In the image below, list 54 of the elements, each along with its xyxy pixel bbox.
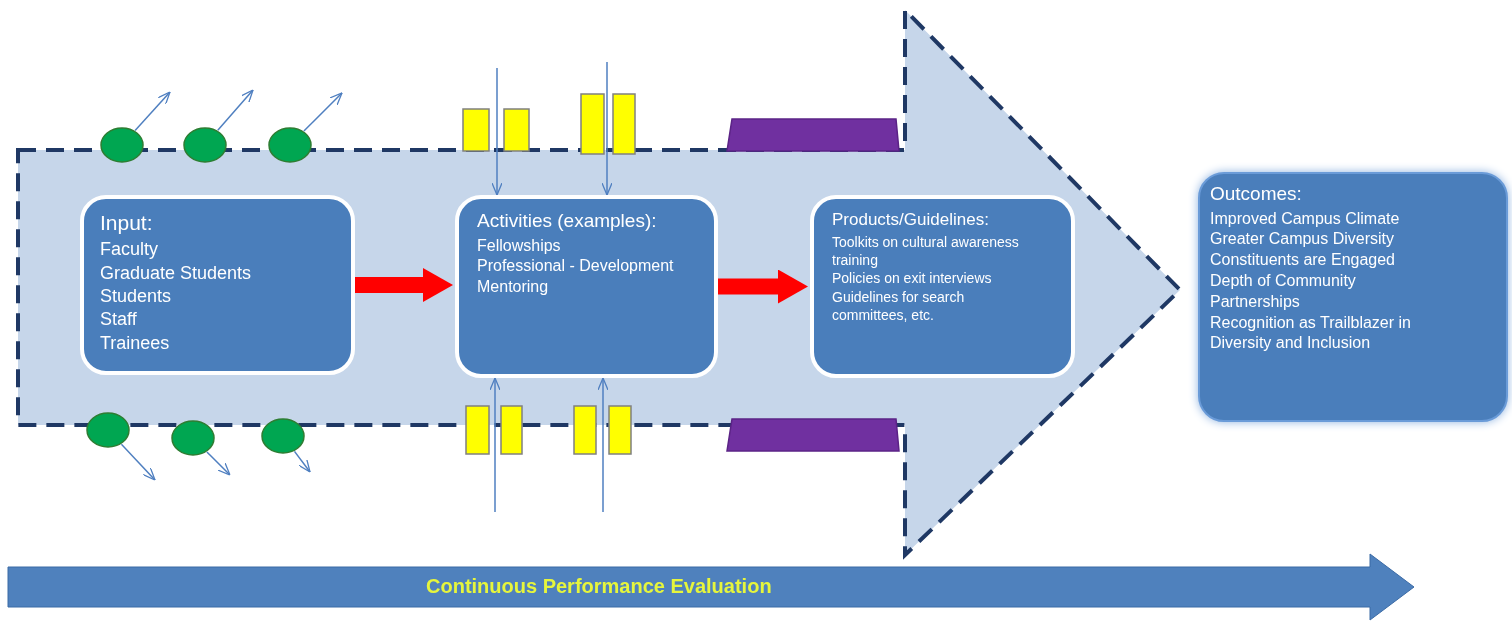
box-heading: Outcomes: — [1210, 182, 1303, 206]
bar-marker — [612, 93, 636, 155]
arrow — [491, 67, 503, 196]
circle-marker — [171, 420, 215, 456]
list-item: Constituents are Engaged — [1210, 250, 1396, 271]
arrow — [293, 450, 311, 473]
list-item: Policies on exit interviews — [832, 269, 993, 288]
list-item: Professional - Development — [477, 256, 675, 277]
arrow — [120, 443, 156, 481]
process-box — [80, 195, 355, 375]
list-item: Graduate Students — [100, 261, 253, 285]
arrow — [601, 61, 613, 196]
list-item: Staff — [100, 308, 138, 332]
arrow — [134, 91, 171, 132]
list-item: Fellowships — [477, 235, 562, 256]
circle-marker — [86, 412, 130, 448]
list-item: Students — [100, 285, 173, 309]
list-item: Trainees — [100, 331, 171, 355]
list-item: Faculty — [100, 238, 160, 262]
list-item: Improved Campus Climate — [1210, 208, 1401, 229]
circle-marker — [268, 127, 312, 163]
arrow — [206, 451, 231, 476]
bar-marker — [503, 108, 530, 152]
bar-marker — [573, 405, 597, 455]
bar-marker — [465, 405, 490, 455]
box-heading: Activities (examples): — [477, 209, 658, 233]
timeline-arrow — [6, 552, 1416, 622]
bar-marker — [500, 405, 523, 455]
outcome-box — [1198, 172, 1508, 422]
circle-marker — [100, 127, 144, 163]
list-item: Depth of Community Partnerships — [1210, 271, 1357, 312]
arrow — [217, 89, 254, 132]
bar-marker — [462, 108, 490, 152]
list-item: Toolkits on cultural awareness training — [832, 233, 1020, 270]
trapezoid-block — [726, 118, 900, 152]
circle-marker — [261, 418, 305, 454]
process-box — [810, 195, 1075, 378]
bar-marker — [580, 93, 605, 155]
trapezoid-block — [726, 418, 900, 452]
box-heading: Input: — [100, 210, 154, 236]
list-item: Greater Campus Diversity — [1210, 229, 1396, 250]
list-item: Recognition as Trailblazer in Diversity and Inclusion — [1210, 312, 1412, 354]
block-arrow — [355, 268, 453, 302]
list-item: Guidelines for search committees, etc. — [832, 287, 966, 325]
arrow — [303, 92, 343, 132]
block-arrow — [718, 269, 808, 304]
circle-marker — [183, 127, 227, 163]
process-box — [455, 195, 718, 378]
box-heading: Products/Guidelines: — [832, 209, 990, 231]
list-item: Mentoring — [477, 277, 550, 298]
arrow — [597, 377, 609, 513]
bar-marker — [608, 405, 632, 455]
arrow — [489, 377, 501, 513]
arrow-label: Continuous Performance Evaluation — [426, 575, 772, 598]
